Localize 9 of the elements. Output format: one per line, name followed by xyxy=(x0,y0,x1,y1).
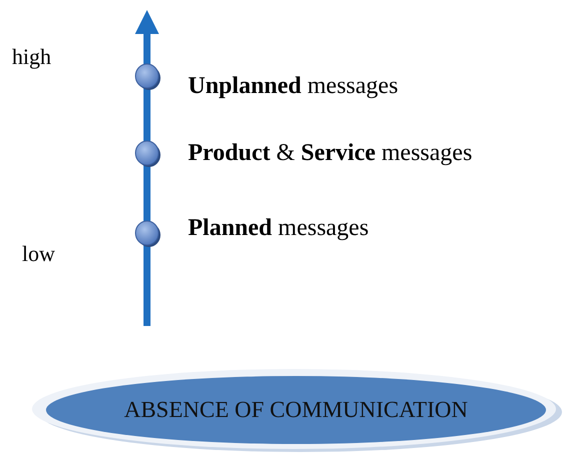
circle-marker xyxy=(134,219,162,249)
circle-marker xyxy=(134,62,162,92)
banner-text: ABSENCE OF COMMUNICATION xyxy=(124,396,468,424)
message-label: Product & Service messages xyxy=(188,141,472,165)
message-label: Planned messages xyxy=(188,216,369,240)
circle-marker xyxy=(134,139,162,169)
message-label: Unplanned messages xyxy=(188,74,398,98)
scale-label: high xyxy=(12,46,52,68)
scale-label: low xyxy=(22,243,55,265)
